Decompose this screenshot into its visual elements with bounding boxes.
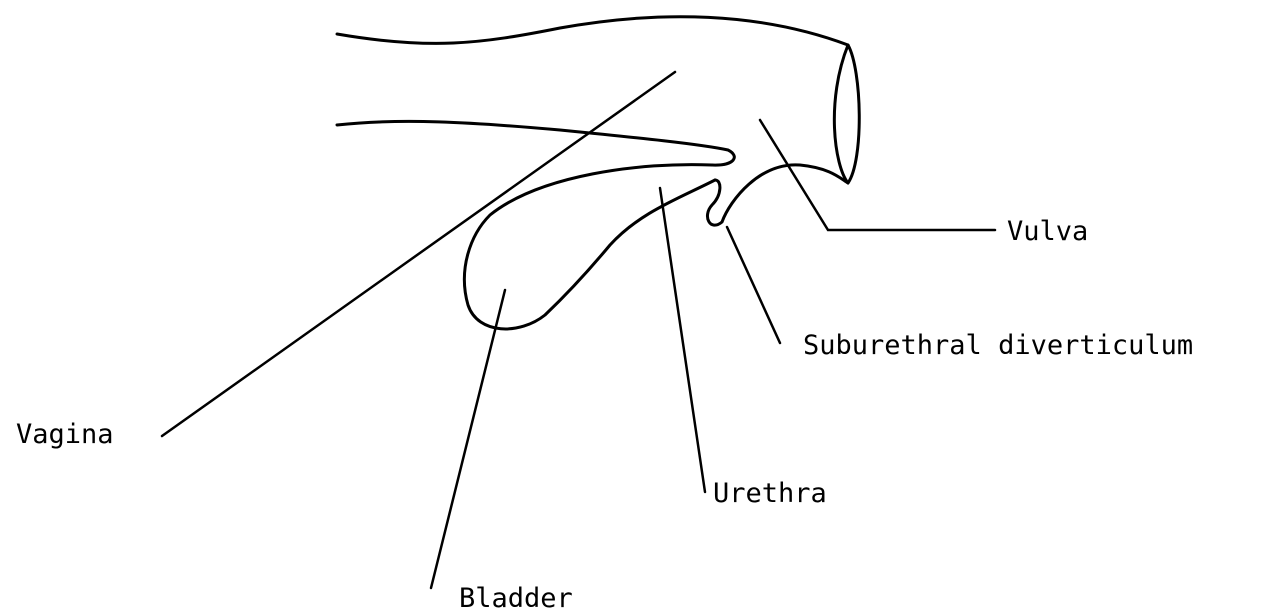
suburethral-diverticulum-label: Suburethral diverticulum bbox=[803, 330, 1193, 361]
vagina-label: Vagina bbox=[16, 419, 114, 450]
vagina-lower-wall bbox=[337, 121, 734, 165]
vulva-leader-line bbox=[760, 120, 995, 230]
suburethral-diverticulum-loop bbox=[707, 165, 848, 225]
urethra-label: Urethra bbox=[713, 478, 827, 509]
suburethral-diverticulum-leader-line bbox=[727, 227, 780, 343]
vagina-upper-wall bbox=[337, 17, 848, 45]
bladder-label: Bladder bbox=[459, 583, 573, 612]
vagina-leader-line bbox=[162, 72, 675, 436]
vulva-opening bbox=[834, 45, 859, 183]
urethra-leader-line bbox=[660, 188, 705, 492]
vulva-label: Vulva bbox=[1007, 216, 1088, 247]
bladder-leader-line bbox=[431, 290, 505, 588]
